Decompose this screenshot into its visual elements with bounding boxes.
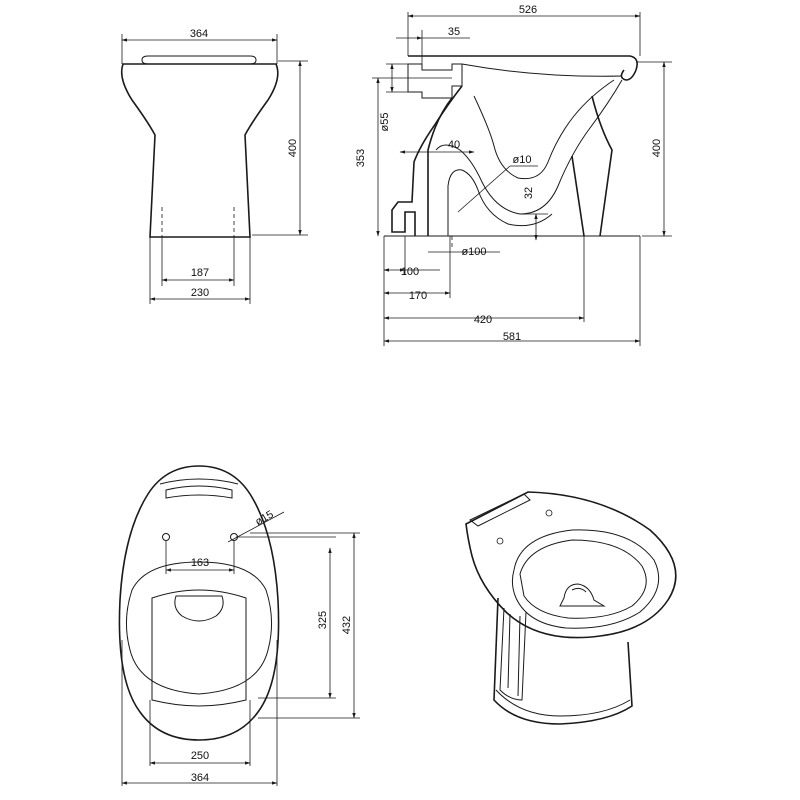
top-total-width-label: 364 — [191, 772, 209, 784]
perspective-view — [465, 491, 677, 725]
front-height-label: 400 — [287, 139, 299, 157]
front-view: 364 400 187 230 — [120, 28, 308, 304]
top-base-width-label: 250 — [191, 750, 209, 762]
side-foot-depth-label: 170 — [409, 290, 427, 302]
top-view: ø15 163 325 432 250 364 — [118, 465, 360, 786]
side-outlet-diameter-label: ø100 — [461, 246, 486, 258]
side-water-seal-label: 32 — [523, 187, 535, 199]
side-inlet-label: ø55 — [379, 113, 391, 132]
front-inner-width-label: 187 — [191, 267, 209, 279]
front-width-label: 364 — [190, 28, 208, 40]
side-hole-diameter-leader — [457, 165, 511, 213]
side-view: 526 35 ø55 353 40 ø10 32 400 ø100 100 17… — [355, 4, 672, 346]
front-base-width-label: 230 — [191, 287, 209, 299]
top-hole-spacing-label: 163 — [191, 557, 209, 569]
side-total-depth-label: 526 — [519, 4, 537, 16]
side-hole-diameter-label: ø10 — [513, 154, 532, 166]
side-outlet-wall-label: 100 — [401, 266, 419, 278]
side-rim-offset-label: 35 — [448, 26, 460, 38]
top-total-length-label: 432 — [341, 616, 353, 634]
side-trap-offset-label: 40 — [448, 139, 460, 151]
top-bowl-length-label: 325 — [317, 611, 329, 629]
top-hole-diameter-leader — [227, 511, 285, 543]
side-pan-depth-label: 420 — [474, 314, 492, 326]
side-overall-depth-label: 581 — [503, 331, 521, 343]
side-height-label: 400 — [651, 139, 663, 157]
fixing-hole-left — [162, 533, 170, 541]
side-outlet-height-label: 353 — [355, 149, 367, 167]
